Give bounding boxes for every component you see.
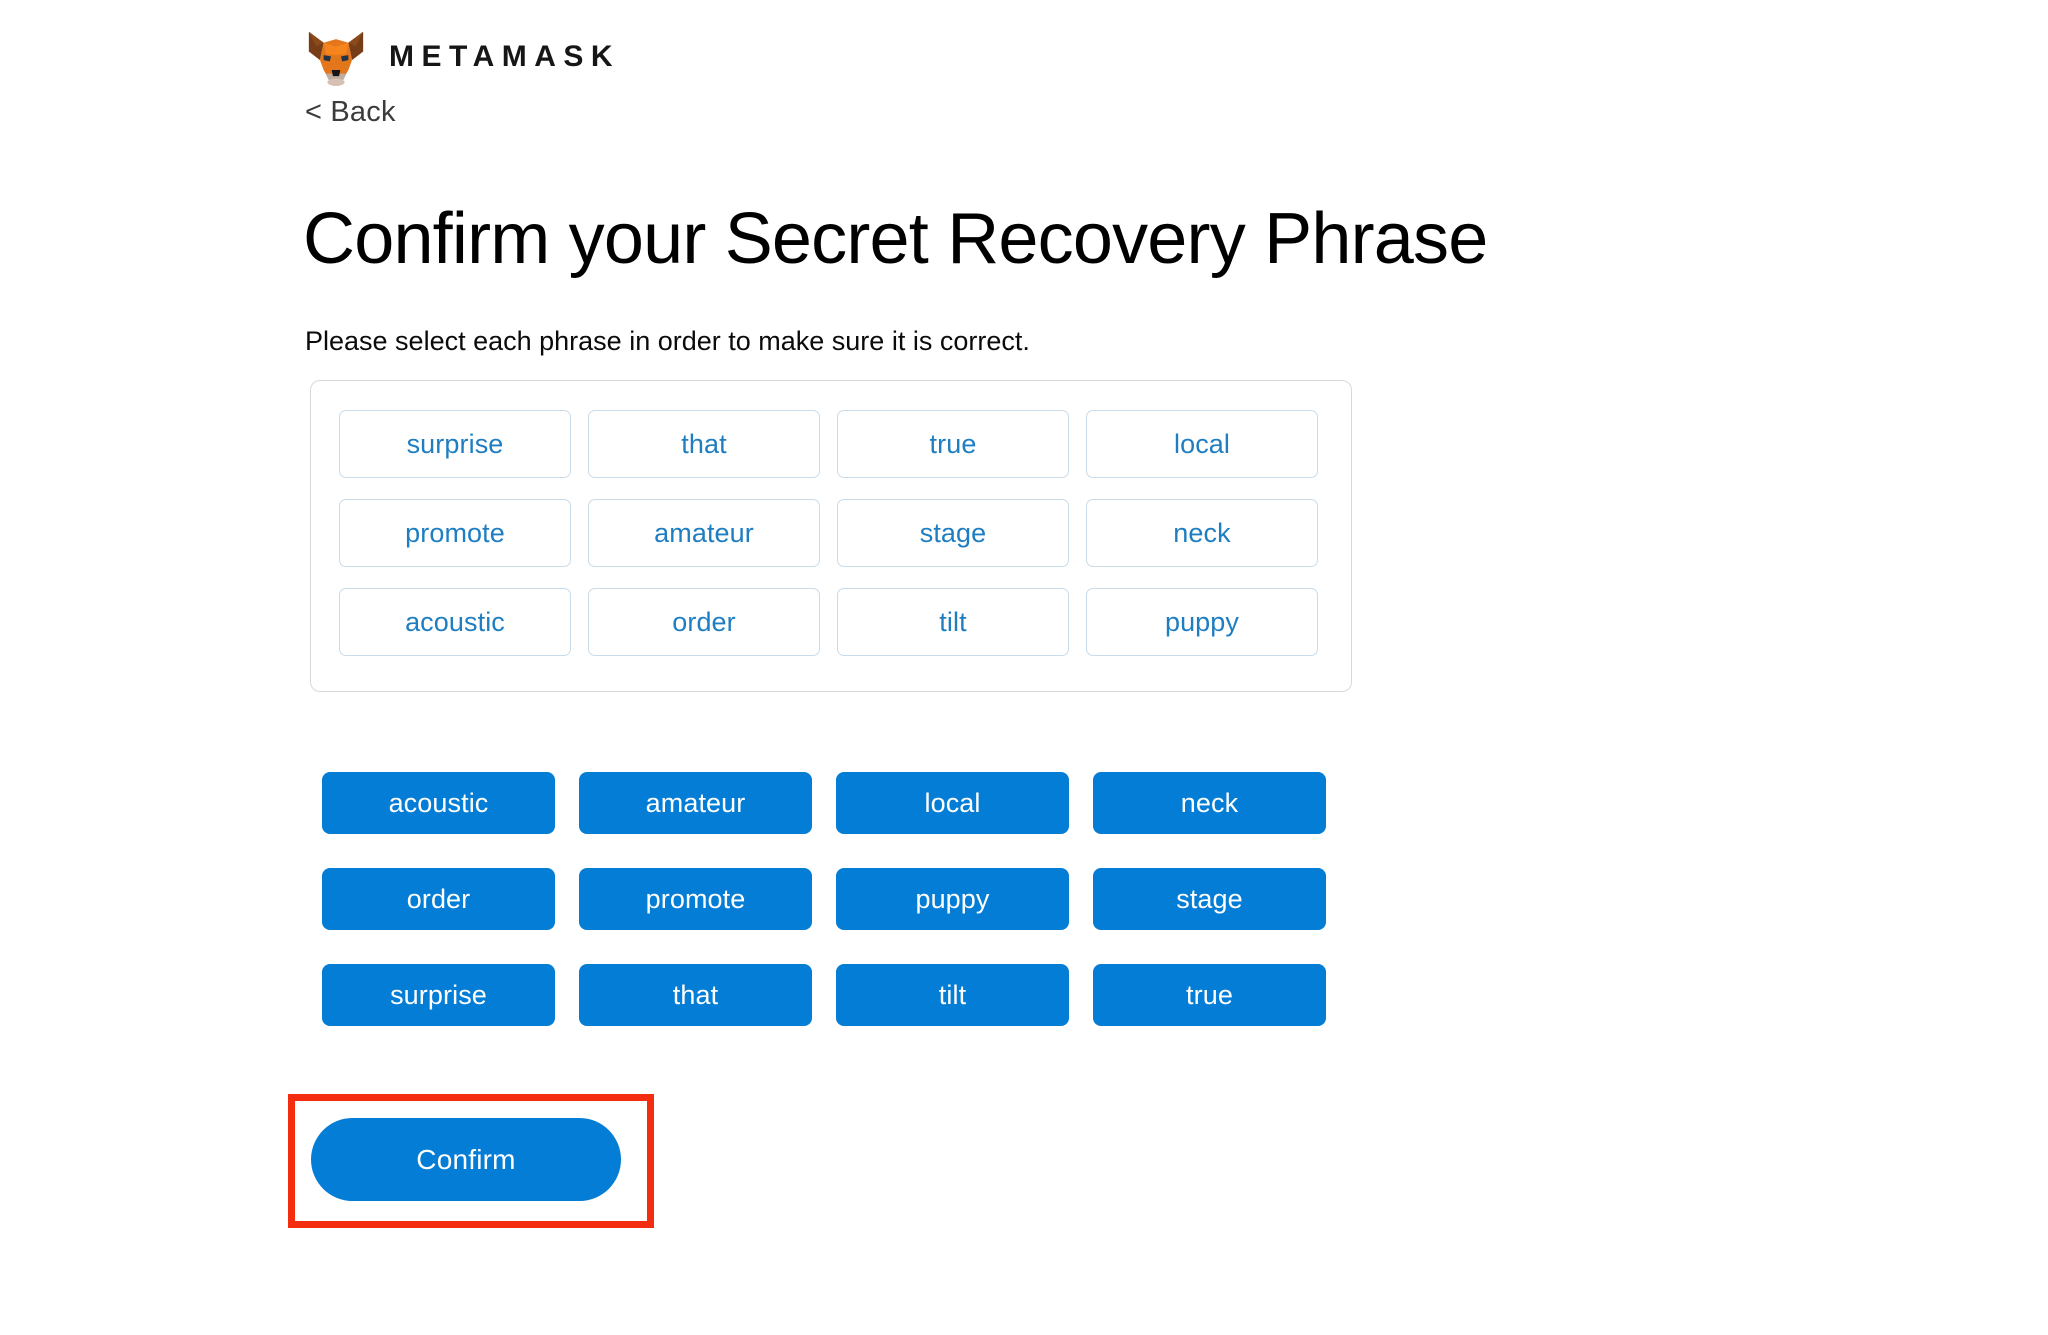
page-subtitle: Please select each phrase in order to ma… [305, 326, 1030, 356]
word-bank-button[interactable]: promote [579, 868, 812, 930]
phrase-chip[interactable]: amateur [588, 499, 820, 567]
back-link[interactable]: < Back [305, 96, 396, 128]
word-bank-button[interactable]: local [836, 772, 1069, 834]
phrase-chip[interactable]: stage [837, 499, 1069, 567]
phrase-chip[interactable]: true [837, 410, 1069, 478]
brand-wordmark: METAMASK [389, 40, 621, 73]
word-bank-grid: acoustic amateur local neck order promot… [322, 772, 1326, 1026]
word-bank-button[interactable]: surprise [322, 964, 555, 1026]
word-bank-button[interactable]: acoustic [322, 772, 555, 834]
word-bank-button[interactable]: true [1093, 964, 1326, 1026]
phrase-chip[interactable]: local [1086, 410, 1318, 478]
phrase-chip[interactable]: order [588, 588, 820, 656]
word-bank-button[interactable]: order [322, 868, 555, 930]
phrase-chip[interactable]: neck [1086, 499, 1318, 567]
phrase-chip[interactable]: acoustic [339, 588, 571, 656]
phrase-chip[interactable]: puppy [1086, 588, 1318, 656]
word-bank-button[interactable]: that [579, 964, 812, 1026]
phrase-chip[interactable]: promote [339, 499, 571, 567]
word-bank-button[interactable]: neck [1093, 772, 1326, 834]
metamask-fox-icon [305, 28, 367, 86]
phrase-selection-panel: surprise that true local promote amateur… [310, 380, 1352, 692]
brand-header: METAMASK [305, 28, 620, 86]
phrase-chip-grid: surprise that true local promote amateur… [339, 410, 1318, 656]
word-bank-button[interactable]: amateur [579, 772, 812, 834]
phrase-chip[interactable]: tilt [837, 588, 1069, 656]
word-bank-button[interactable]: tilt [836, 964, 1069, 1026]
word-bank-button[interactable]: puppy [836, 868, 1069, 930]
page-title: Confirm your Secret Recovery Phrase [303, 199, 1488, 280]
confirm-button[interactable]: Confirm [311, 1118, 621, 1201]
phrase-chip[interactable]: that [588, 410, 820, 478]
phrase-chip[interactable]: surprise [339, 410, 571, 478]
word-bank-button[interactable]: stage [1093, 868, 1326, 930]
